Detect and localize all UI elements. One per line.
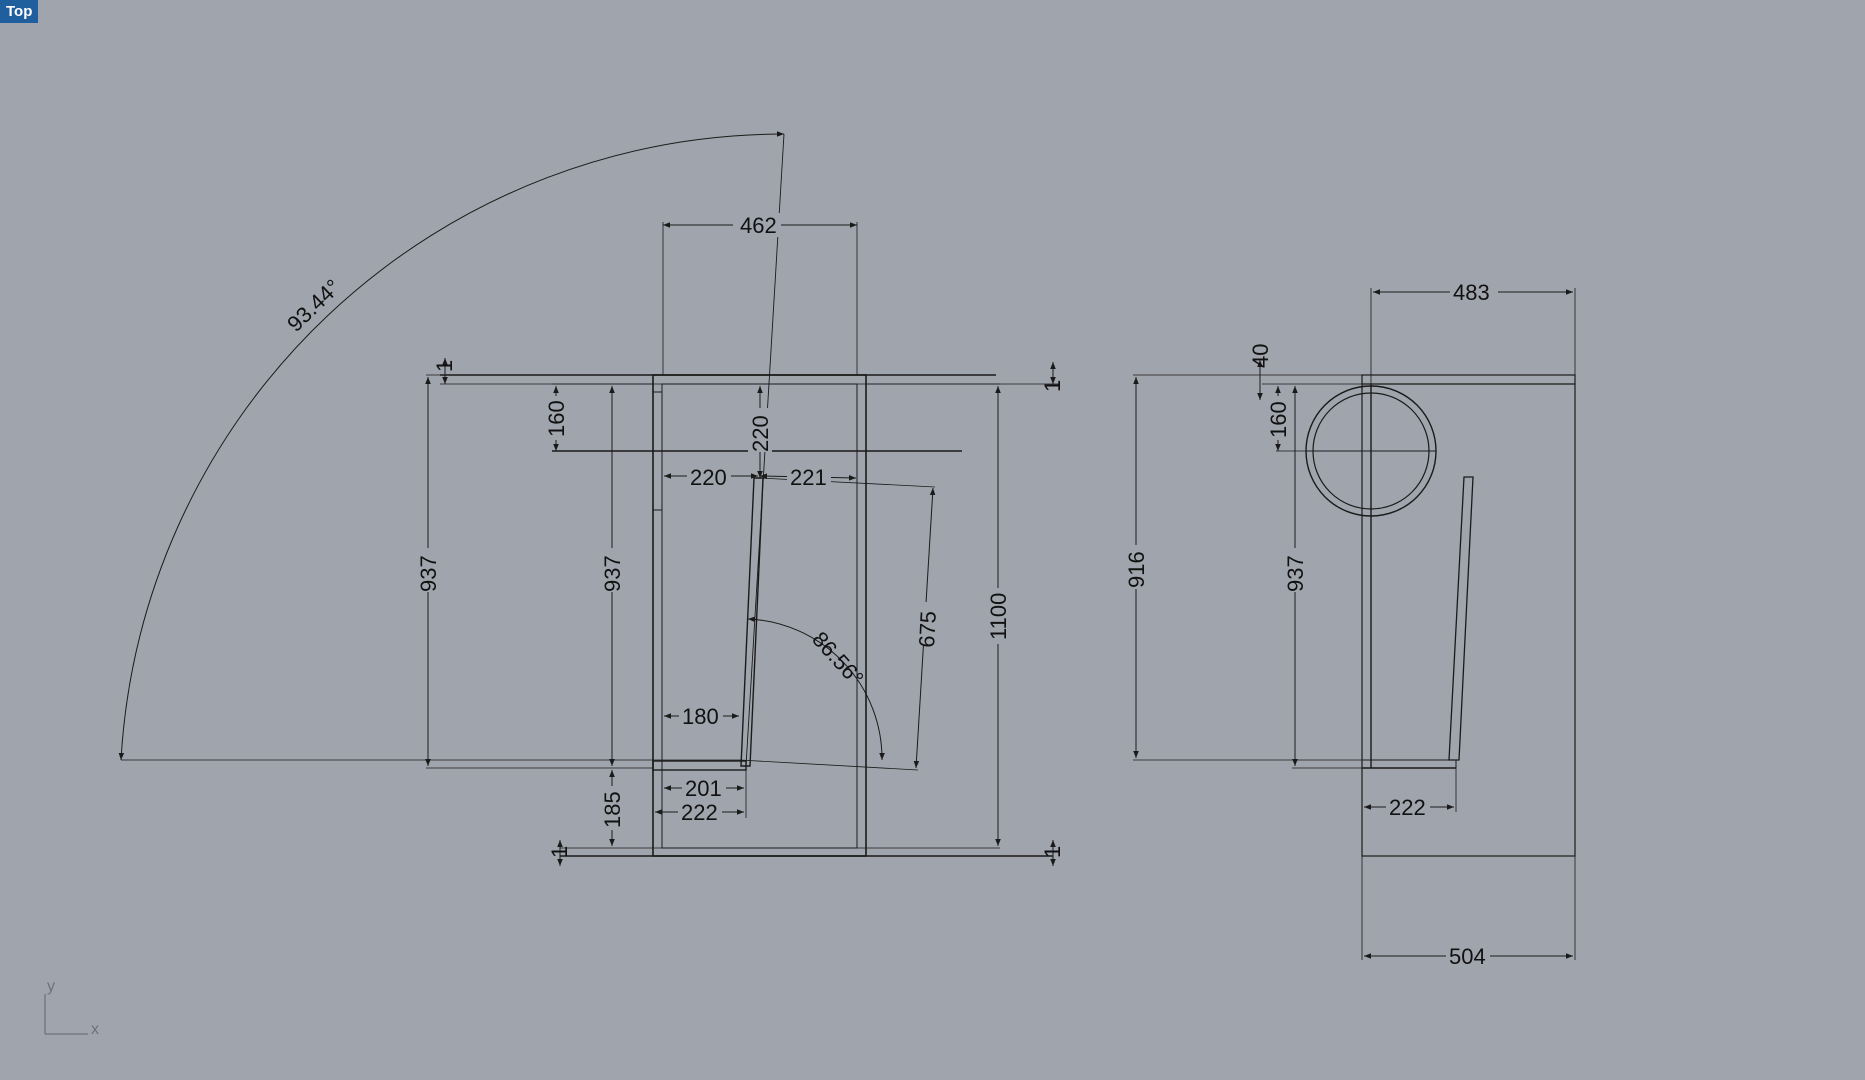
dim-left-675: 675 <box>914 610 941 648</box>
dim-left-185: 185 <box>600 791 625 828</box>
axis-gizmo: y x <box>44 978 99 1038</box>
dim-left-937-outer: 937 <box>416 555 441 592</box>
dim-left-220-vertical: 220 <box>748 415 773 452</box>
left-view <box>118 131 1060 866</box>
dim-left-1-bottom-left: 1 <box>547 846 572 858</box>
dim-left-1-bottom-right: 1 <box>1040 846 1065 858</box>
dim-left-221: 221 <box>790 465 827 490</box>
dim-left-1-top-right: 1 <box>1040 380 1065 392</box>
right-slanted-panel <box>1448 476 1474 761</box>
left-angle-arc-small <box>747 616 885 761</box>
dim-right-916: 916 <box>1124 551 1149 588</box>
dim-left-angle-93: 93.44° <box>282 274 345 336</box>
dim-right-40: 40 <box>1248 344 1273 368</box>
dim-left-1-top-left: 1 <box>432 360 457 372</box>
right-view-labels: 483 40 160 916 937 222 504 <box>1124 280 1498 969</box>
dim-left-180: 180 <box>682 704 719 729</box>
left-angle-arc-large <box>118 131 785 761</box>
dim-left-462: 462 <box>740 213 777 238</box>
dim-left-angle-86: 86.56° <box>807 627 868 691</box>
left-slanted-panel <box>740 477 764 767</box>
dim-right-483: 483 <box>1453 280 1490 305</box>
dim-left-1100: 1100 <box>986 593 1011 640</box>
axis-x-label: x <box>91 1021 99 1038</box>
dim-left-201: 201 <box>685 776 722 801</box>
dim-left-160: 160 <box>544 400 569 437</box>
dim-left-222: 222 <box>681 800 718 825</box>
dim-right-504: 504 <box>1449 944 1486 969</box>
dim-left-937-inner: 937 <box>600 555 625 592</box>
dim-right-222: 222 <box>1389 795 1426 820</box>
right-view <box>1133 288 1576 960</box>
dim-right-937: 937 <box>1283 555 1308 592</box>
right-outer-body <box>1361 374 1576 857</box>
axis-y-label: y <box>47 978 55 995</box>
viewport-title-tab[interactable]: Top <box>0 0 39 23</box>
dim-left-220-horizontal: 220 <box>690 465 727 490</box>
dim-right-160: 160 <box>1266 401 1291 438</box>
